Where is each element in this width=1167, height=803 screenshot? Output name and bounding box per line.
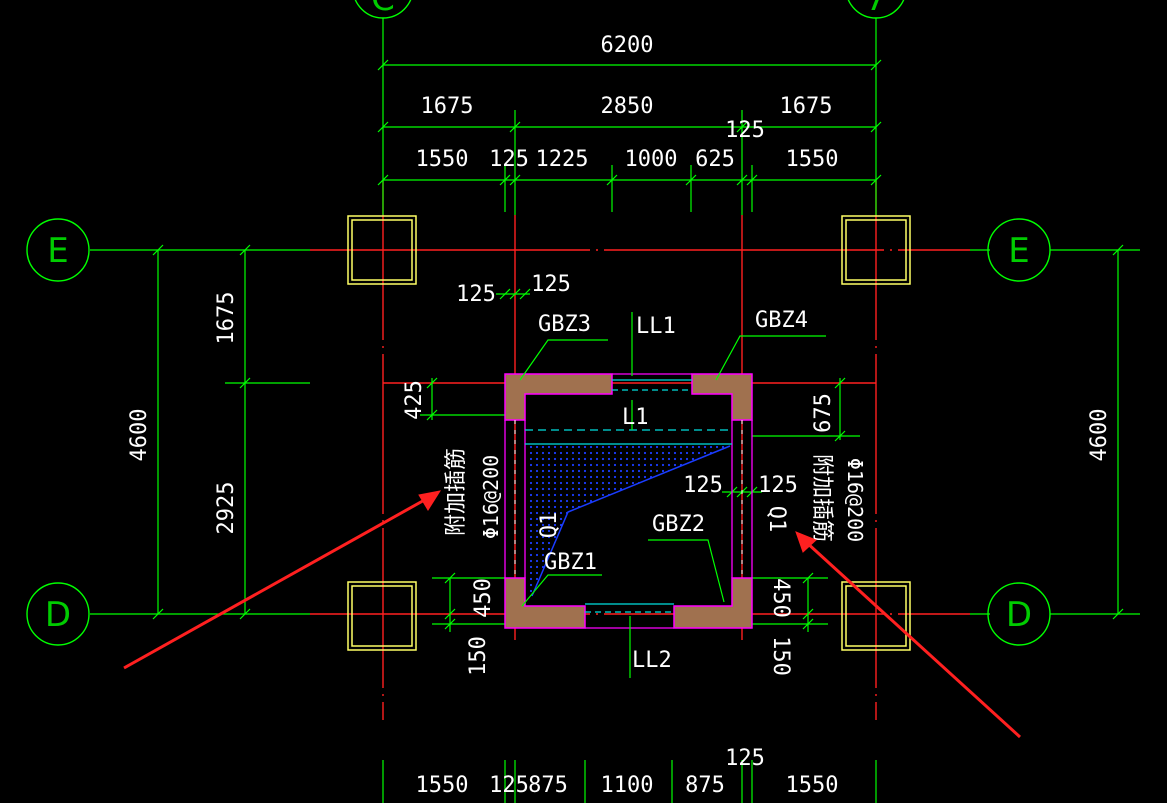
- opening-lines: [525, 379, 732, 613]
- dim-small-top-a: 125: [456, 282, 496, 307]
- dim-top-row3-a: 1550: [416, 147, 469, 172]
- rebar-note-left: 附加插筋: [444, 448, 469, 536]
- dim-right-675: 675: [811, 393, 836, 433]
- dim-bottom-d: 1100: [601, 773, 654, 798]
- arrow-right: [804, 540, 1022, 739]
- dim-bottom-c: 875: [528, 773, 568, 798]
- label-gbz3: GBZ3: [538, 312, 591, 337]
- rebar-spec-left: Φ16@200: [479, 455, 503, 539]
- dim-small-mid-a: 125: [683, 473, 723, 498]
- wall-web-dashes: [514, 420, 743, 578]
- dim-right-450: 450: [768, 578, 793, 618]
- dim-right-150: 150: [768, 636, 793, 676]
- grid-label-e-left: E: [47, 231, 68, 271]
- column-e-left: [347, 215, 417, 285]
- column-d-left: [347, 581, 417, 651]
- rebar-spec-right: Φ16@200: [843, 458, 867, 542]
- grid-label-d-right: D: [1006, 595, 1032, 635]
- dim-top-row3-f: 125: [725, 118, 765, 143]
- grid-bubble-d-right: [987, 582, 1051, 646]
- column-e-right: [841, 215, 911, 285]
- dim-small-mid-b: 125: [758, 473, 798, 498]
- dim-top-row2-a: 1675: [421, 94, 474, 119]
- label-ll2: LL2: [632, 648, 672, 673]
- dim-left-150: 150: [466, 636, 491, 676]
- label-gbz1: GBZ1: [544, 550, 597, 575]
- dim-left-upper: 1675: [214, 292, 239, 345]
- grid-bubble-e-left: [26, 218, 90, 282]
- dim-left-425: 425: [402, 380, 427, 420]
- wall-gbz4: [691, 373, 753, 421]
- label-q1-right: Q1: [764, 506, 789, 533]
- dim-top-row2-c: 1675: [780, 94, 833, 119]
- dim-bottom-e: 875: [685, 773, 725, 798]
- label-gbz2: GBZ2: [652, 512, 705, 537]
- dim-left-450: 450: [471, 578, 496, 618]
- columns: [347, 215, 911, 651]
- annotation-arrows: [123, 490, 1022, 739]
- grid-extension-lines: [90, 18, 1140, 803]
- grid-label-top-right: 7: [865, 0, 887, 19]
- leader-lines: [519, 312, 826, 678]
- dim-small-top-b: 125: [531, 272, 571, 297]
- dim-top-row3-d: 1000: [625, 147, 678, 172]
- top-dimension-lines: [377, 59, 882, 215]
- dim-top-row3-g: 1550: [786, 147, 839, 172]
- grid-bubble-e-right: [987, 218, 1051, 282]
- label-q1-left: Q1: [537, 512, 562, 539]
- dim-right-overall: 4600: [1087, 409, 1112, 462]
- right-dimension-lines: [752, 244, 1124, 632]
- dim-bottom-f: 125: [725, 746, 765, 771]
- wall-gbz3: [504, 373, 613, 421]
- hatch-area: [528, 446, 730, 596]
- grid-bubbles: [26, 0, 1051, 646]
- arrow-right-head: [795, 531, 817, 553]
- column-d-right: [841, 581, 911, 651]
- rebar-note-right: 附加插筋: [809, 454, 834, 542]
- grid-label-top-left: C: [371, 0, 395, 19]
- label-l1: L1: [622, 405, 649, 430]
- dim-top-row3-c: 1225: [536, 147, 589, 172]
- label-gbz4: GBZ4: [755, 308, 808, 333]
- grid-label-e-right: E: [1008, 231, 1029, 271]
- arrow-left: [123, 496, 429, 670]
- bottom-dimension-lines: [504, 760, 753, 803]
- axis-lines: [310, 180, 970, 720]
- dim-top-row3-b: 125: [489, 147, 529, 172]
- dim-top-overall: 6200: [601, 33, 654, 58]
- dim-left-lower: 2925: [214, 482, 239, 535]
- dim-bottom-b: 125: [489, 773, 529, 798]
- hatch-outline: [531, 445, 731, 597]
- dim-top-row2-b: 2850: [601, 94, 654, 119]
- wall-web-lines: [504, 373, 753, 629]
- grid-bubble-top-left: [354, 0, 412, 19]
- dim-left-overall: 4600: [127, 409, 152, 462]
- dim-top-row3-e: 625: [695, 147, 735, 172]
- dim-bottom-a: 1550: [416, 773, 469, 798]
- label-ll1: LL1: [636, 314, 676, 339]
- grid-label-d-left: D: [45, 595, 71, 635]
- dim-bottom-g: 1550: [786, 773, 839, 798]
- wall-gbz2: [673, 577, 753, 629]
- grid-bubble-d-left: [26, 582, 90, 646]
- wall-gbz1: [504, 577, 586, 629]
- left-dimension-lines: [152, 244, 505, 632]
- arrow-left-head: [418, 490, 442, 511]
- grid-bubble-top-right: [847, 0, 905, 19]
